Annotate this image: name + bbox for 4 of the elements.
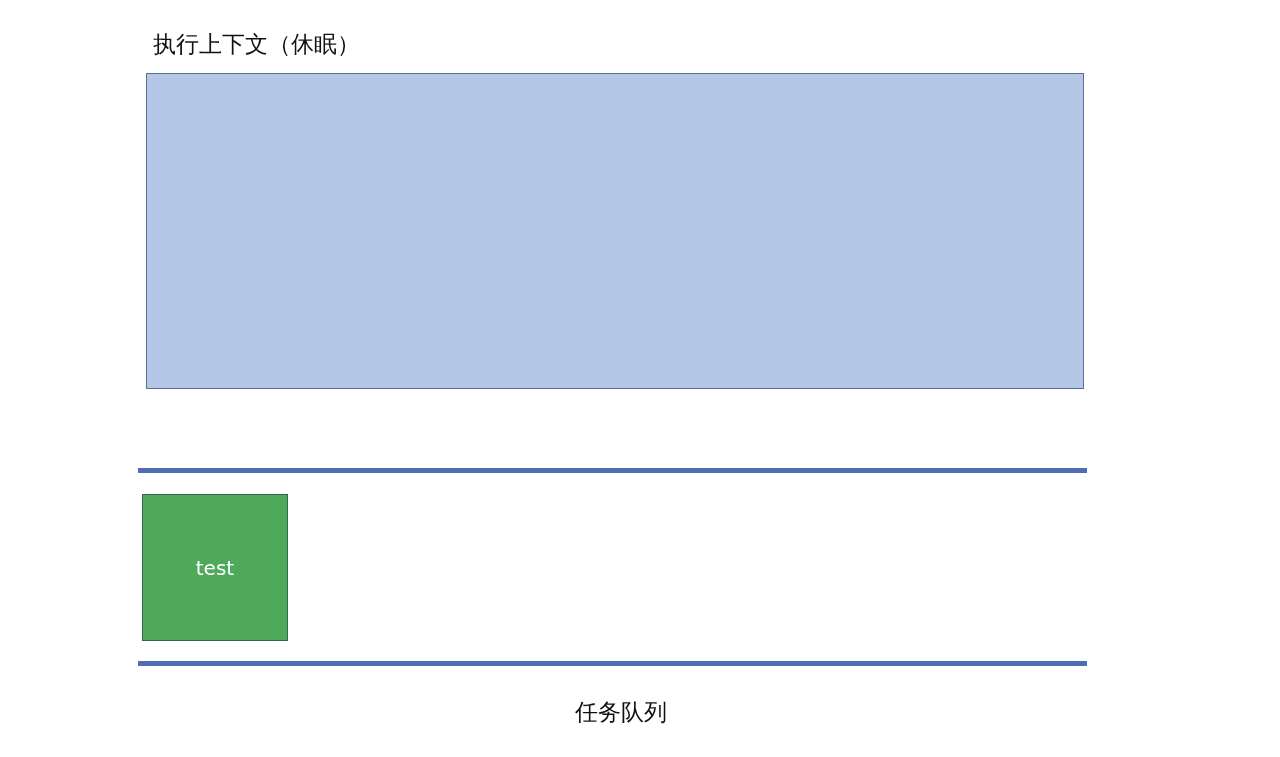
task-box bbox=[142, 494, 288, 641]
box-label: test bbox=[195, 556, 235, 579]
queue-label: 任务队列 bbox=[575, 699, 667, 726]
box-heading: 执行上下文（休眠） bbox=[153, 31, 360, 58]
